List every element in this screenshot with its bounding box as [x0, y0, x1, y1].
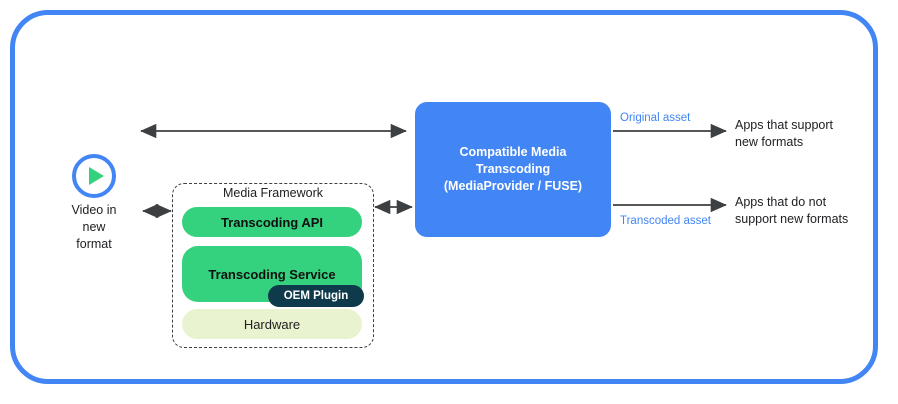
oem-plugin-pill: OEM Plugin [268, 285, 364, 307]
apps-support-line-1: Apps that support [735, 118, 833, 132]
video-caption-line-1: Video in [71, 203, 117, 217]
compatible-media-transcoding-box: Compatible Media Transcoding (MediaProvi… [415, 102, 611, 237]
media-framework-title: Media Framework [222, 186, 324, 200]
transcoding-api-box: Transcoding API [182, 207, 362, 237]
apps-support-label: Apps that support new formats [735, 117, 833, 151]
core-line-2: Transcoding [475, 162, 551, 176]
core-line-1: Compatible Media [459, 145, 567, 159]
hardware-box: Hardware [182, 309, 362, 339]
media-framework-container [172, 183, 374, 348]
play-circle-icon [70, 152, 118, 200]
apps-support-line-2: new formats [735, 135, 804, 149]
apps-nosupport-line-2: support new formats [735, 212, 849, 226]
original-asset-label: Original asset [620, 112, 691, 124]
apps-nosupport-line-1: Apps that do not [735, 195, 827, 209]
apps-nosupport-label: Apps that do not support new formats [735, 194, 848, 228]
transcoded-asset-label: Transcoded asset [620, 215, 711, 227]
video-source-caption: Video in new format [46, 202, 142, 253]
core-line-3: (MediaProvider / FUSE) [443, 179, 583, 193]
video-caption-line-3: format [76, 237, 112, 251]
video-caption-line-2: new [82, 220, 106, 234]
